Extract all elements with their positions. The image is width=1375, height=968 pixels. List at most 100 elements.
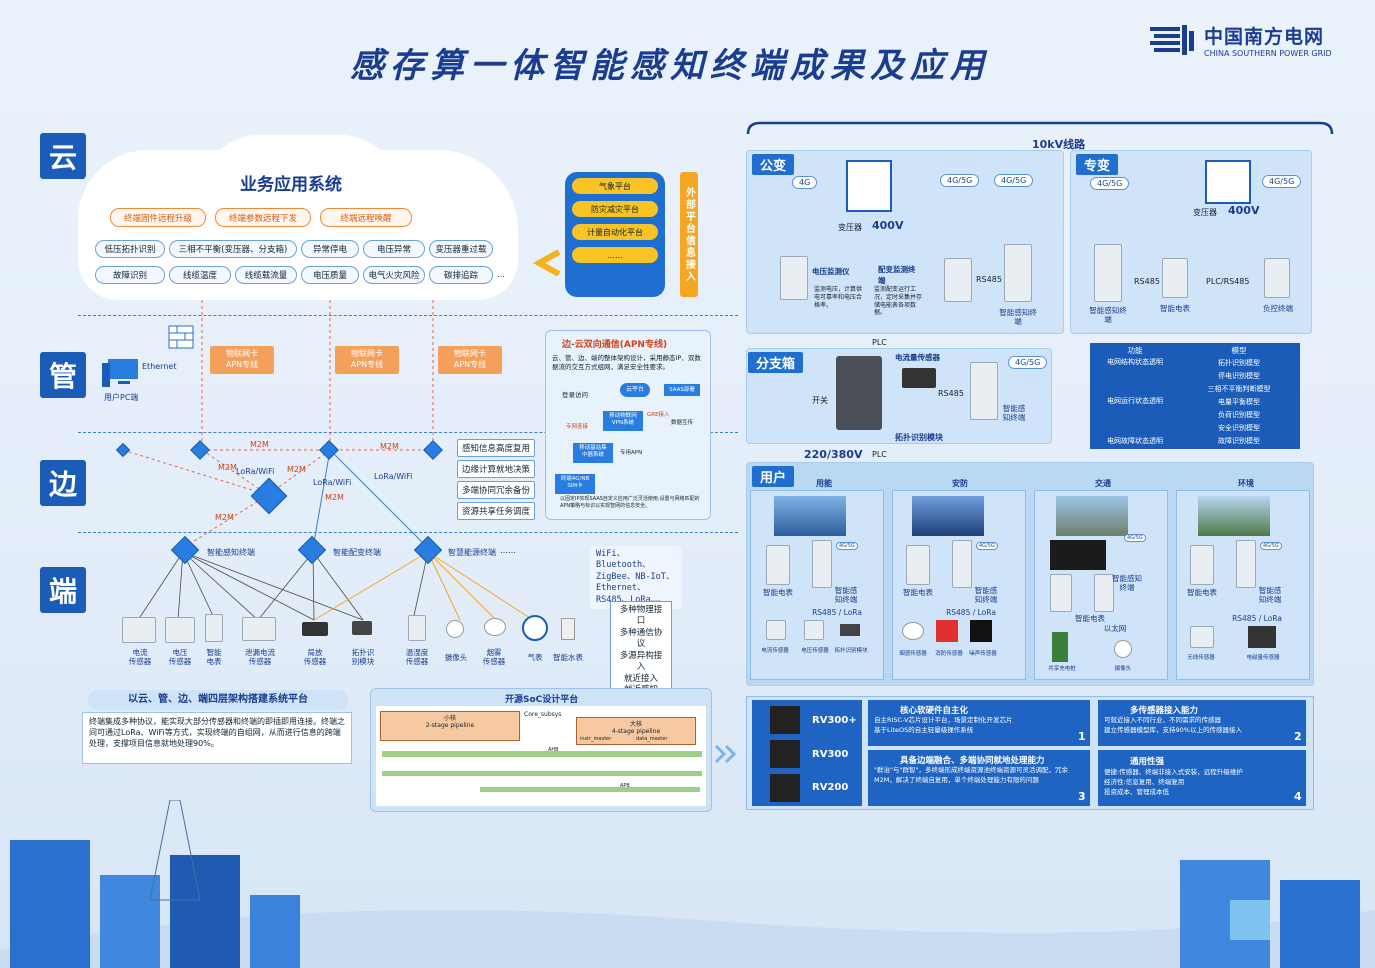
apn-saas: SAAS部署: [664, 384, 700, 396]
cloud-app: 电压质量: [301, 266, 359, 284]
benefit: 多源异构接入: [619, 650, 663, 673]
model-name: 安全识别模型: [1218, 424, 1260, 432]
user-term: 智能感知终端: [1112, 574, 1142, 592]
user-sensor: 拓扑识别模块: [834, 648, 868, 654]
terminal-label: 智能感知终端: [999, 308, 1037, 326]
user-meter: 智能电表: [1187, 588, 1217, 597]
decor-cityscape: [0, 800, 1375, 968]
link-label: LoRa/WiFi: [236, 467, 275, 476]
sensor-label: 智能 电表: [206, 648, 222, 666]
user-meter: 智能电表: [1075, 614, 1105, 623]
voltage-sensor-icon: [165, 617, 195, 643]
feature-card: [868, 700, 1090, 746]
user-photo: [1056, 496, 1128, 536]
model-table: [1090, 343, 1300, 449]
user-ethernet: 以太网: [1103, 624, 1127, 633]
leakage-sensor-icon: [242, 617, 276, 641]
user-sensor: 共享充电桩: [1048, 666, 1076, 672]
monitor-desc: 监测配变运行工况，定时采集并存储电能表各项数据。: [874, 286, 923, 317]
user-sensor: 摄像头: [1114, 666, 1132, 672]
topology-module-icon: [352, 621, 372, 635]
cloud-more: …: [497, 270, 505, 279]
logo-en: CHINA SOUTHERN POWER GRID: [1204, 49, 1332, 58]
user-sensor: 烟感传感器: [899, 651, 927, 657]
apn-base: 移动基站集 中器系统: [573, 443, 613, 463]
chip-icon: [770, 774, 800, 802]
noise-sensor-icon: [970, 620, 992, 642]
feature-num: 2: [1294, 730, 1302, 743]
feature-items: 便捷:传感器、终端非接入式安装，远程升级维护经济性:信息复用、终端复用投资成本、…: [1104, 768, 1294, 797]
soc-master: instr_master: [580, 736, 612, 742]
user-sensor: 消防传感器: [935, 651, 963, 657]
benefit: 就近接入: [623, 673, 658, 684]
feature-card: [1098, 750, 1306, 806]
apn-vpn: 移动物联网 VPN系统: [603, 411, 643, 431]
user-photo: [1198, 496, 1270, 536]
cloud-op: 终端固件远程升级: [110, 208, 206, 227]
gongbian-tag: 公变: [752, 154, 795, 175]
meter-icon: [1050, 574, 1072, 612]
user-4g5g: 4G/5G: [1260, 542, 1282, 550]
edge-box-icon: [1050, 540, 1106, 570]
current-sensor-icon: [122, 617, 156, 643]
tr-label: 变压器: [1193, 208, 1217, 217]
fenzhi-4g5g: 4G/5G: [1008, 356, 1048, 369]
summary-text: 终端集成多种协议，能实现大部分传感器和终端的即插即用连接。终端之间可通过LoRa…: [82, 712, 352, 764]
smoke-sensor-icon: [484, 618, 506, 636]
csg-logo: 中国南方电网 CHINA SOUTHERN POWER GRID: [1150, 22, 1332, 58]
soc-master: data_master: [636, 736, 668, 742]
apn-card: 物联网卡 APN专线: [210, 346, 274, 374]
feature-title: 核心软硬件自主化: [900, 706, 969, 716]
cloud-app: 变压器重过载: [429, 240, 493, 258]
wireless-sensor-icon: [1190, 626, 1214, 648]
camera-icon: [446, 620, 464, 638]
switch-icon: [836, 356, 882, 430]
chip-icon: [770, 740, 800, 768]
sensor-label: 局放 传感器: [303, 648, 327, 666]
user-sensor: 无线传感器: [1187, 655, 1215, 661]
feature-title: 具备边端融合、多端协同就地处理能力: [900, 756, 1045, 766]
feature-num: 1: [1078, 730, 1086, 743]
model-name: 故障识别模型: [1218, 437, 1260, 445]
plc-label: PLC: [872, 450, 887, 459]
user-4g5g: 4G/5G: [1124, 534, 1146, 542]
platform-stack: 气象平台 防灾减灾平台 计量自动化平台 ……: [565, 172, 665, 297]
current-sensor-icon: [766, 620, 786, 640]
cloud-app: 电压异常: [363, 240, 425, 258]
apn-note: 以固定IP实现SAAS自定义应用广泛灵活使用,设置与网络匹配的APN策略与标识以…: [560, 496, 700, 509]
zhuanbian-4g5g: 4G/5G: [1090, 177, 1130, 190]
temp-humidity-icon: [408, 615, 426, 641]
cloud-app: 三相不平衡(变压器、分支箱): [169, 240, 297, 258]
user-meter: 智能电表: [903, 588, 933, 597]
feature-card: [1098, 700, 1306, 746]
user-meter: 智能电表: [763, 588, 793, 597]
summary-title: 以云、管、边、端四层架构搭建系统平台: [88, 690, 348, 710]
feature-item: M2M，解决了终端自复用，单个终端处理能力有限的问题: [874, 775, 1039, 784]
user-4g5g: 4G/5G: [976, 542, 998, 550]
soc-bus: [382, 771, 702, 776]
edge-feature: 资源共享任务调度: [457, 502, 536, 520]
rs485: RS485: [938, 389, 964, 398]
cloud-op: 终端参数远程下发: [215, 208, 311, 227]
cloud-app: 故障识别: [95, 266, 165, 284]
soc-core: Core_subsys: [524, 711, 562, 718]
model-func: 电网故障状态透明: [1107, 437, 1163, 445]
terminal-icon: [1236, 540, 1256, 588]
platform-item: ……: [572, 247, 658, 263]
transformer-icon: [1205, 160, 1251, 204]
layer-end: 端: [40, 567, 86, 613]
feature-item: 投资成本、管理成本低: [1104, 787, 1169, 796]
hub-label: 智能配变终端: [333, 548, 381, 557]
charger-icon: [1052, 632, 1068, 662]
divider: [78, 432, 738, 433]
sensor-label: 智能水表: [553, 653, 583, 662]
user-photo: [774, 496, 846, 536]
pc-icon: [102, 359, 138, 387]
zhuanbian-4g5g: 4G/5G: [1262, 175, 1302, 188]
user-rs: RS485 / LoRa: [1232, 614, 1282, 623]
user-sensor: 电流传感器: [761, 648, 789, 654]
apn-desc: 云、管、边、端的整体架构设计，采用静态IP、双数据流的交互方式组网，满足安全性要…: [552, 354, 701, 371]
feature-item: "群治"与"群智"，多终端形成终端资源池终端资源可灵活调配，冗余: [874, 766, 1068, 774]
sensor-label: 拓扑识 别模块: [351, 648, 375, 666]
